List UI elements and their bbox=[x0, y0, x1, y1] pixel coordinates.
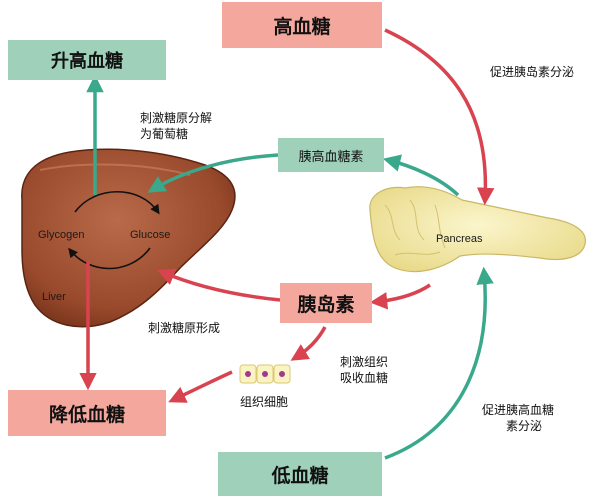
arrow-insulin-to-liver bbox=[157, 268, 281, 302]
glucagon-label: 胰高血糖素 bbox=[298, 149, 364, 165]
high-glucose-box: 高血糖 bbox=[222, 2, 382, 48]
tissue-absorb-label-1: 刺激组织 bbox=[340, 355, 389, 369]
glycogen-cycle-arrows bbox=[68, 191, 160, 270]
tissue-cells bbox=[239, 364, 291, 384]
raise-glucose-box: 升高血糖 bbox=[8, 40, 166, 80]
insulin-box: 胰岛素 bbox=[280, 283, 372, 323]
low-glucose-box: 低血糖 bbox=[218, 452, 382, 496]
promote-insulin-label: 促进胰岛素分泌 bbox=[490, 65, 575, 79]
glucagon-box: 胰高血糖素 bbox=[278, 138, 384, 172]
liver-text: Liver bbox=[42, 291, 66, 303]
insulin-label: 胰岛素 bbox=[297, 293, 355, 316]
glycogen-text: Glycogen bbox=[38, 229, 84, 241]
raise-glucose-label: 升高血糖 bbox=[51, 51, 123, 72]
arrow-insulin-to-cells bbox=[290, 326, 327, 361]
promote-glucagon-label-1: 促进胰高血糖 bbox=[482, 403, 555, 417]
low-glucose-label: 低血糖 bbox=[271, 464, 329, 487]
high-glucose-label: 高血糖 bbox=[273, 15, 331, 38]
lower-glucose-box: 降低血糖 bbox=[8, 390, 166, 436]
glucose-text: Glucose bbox=[130, 229, 170, 241]
glycogen-formation-label: 刺激糖原形成 bbox=[148, 321, 221, 335]
tissue-cells-label: 组织细胞 bbox=[240, 395, 289, 409]
arrow-low-to-pancreas bbox=[384, 266, 494, 460]
arrow-glucagon-to-liver bbox=[147, 153, 279, 193]
pancreas-shape bbox=[369, 186, 586, 273]
glycogenolysis-label-2: 为葡萄糖 bbox=[140, 127, 189, 141]
glycogenolysis-label-1: 刺激糖原分解 bbox=[140, 111, 213, 125]
tissue-absorb-label-2: 吸收血糖 bbox=[340, 371, 389, 385]
arrow-pancreas-to-insulin bbox=[369, 283, 431, 310]
liver-shape bbox=[21, 148, 236, 328]
arrow-cells-to-lower bbox=[168, 370, 233, 403]
arrow-high-to-pancreas bbox=[384, 28, 495, 206]
promote-glucagon-label-2: 素分泌 bbox=[506, 419, 543, 433]
pancreas-text: Pancreas bbox=[436, 233, 483, 245]
lower-glucose-label: 降低血糖 bbox=[48, 403, 125, 426]
arrow-pancreas-to-glucagon bbox=[382, 154, 460, 197]
